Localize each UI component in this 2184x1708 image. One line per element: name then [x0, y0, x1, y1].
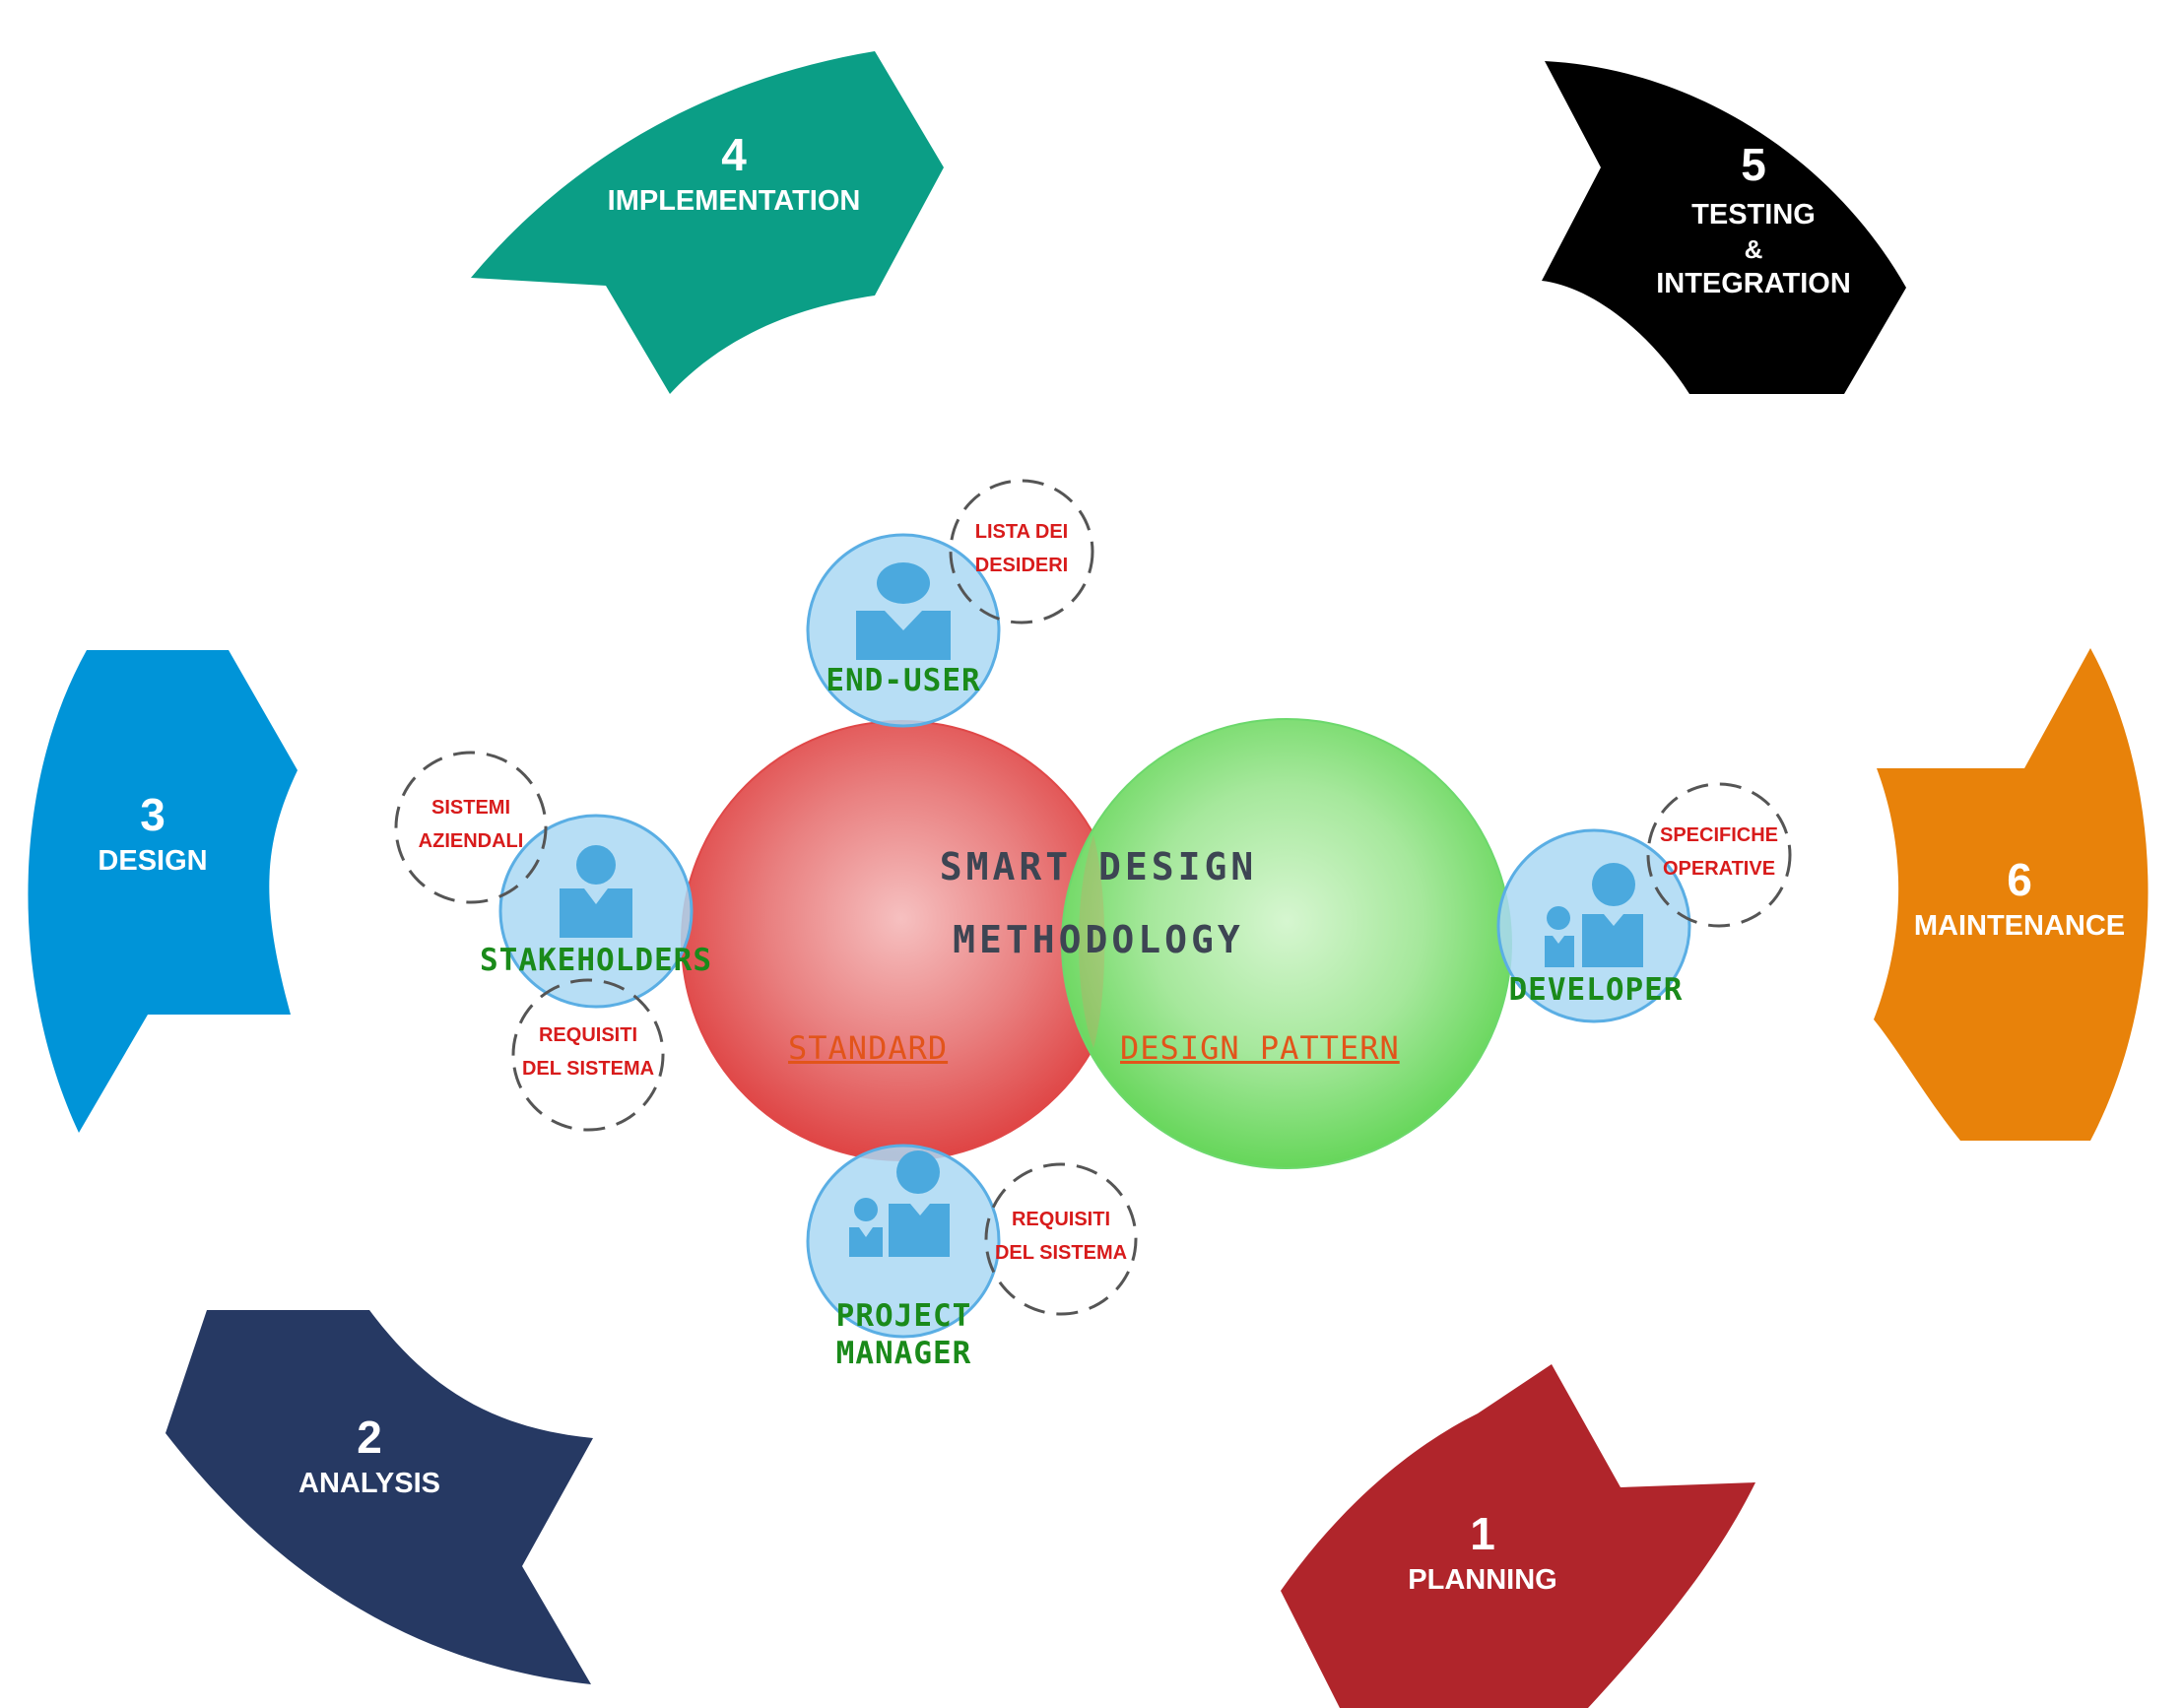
project-manager-group-icon — [849, 1150, 950, 1257]
role-label-line: PROJECT — [835, 1298, 972, 1334]
end-user-person-icon — [856, 562, 951, 660]
end-user-bubble — [806, 533, 1001, 728]
stakeholders-bubble — [498, 814, 694, 1009]
phase-name: ANALYSIS — [298, 1468, 440, 1499]
note-stakeholders-bottom: REQUISITI DEL SISTEMA — [509, 1018, 667, 1085]
phase-number: 5 — [1741, 139, 1766, 190]
center-title-line2: METHODOLOGY — [953, 918, 1244, 961]
phase-number: 6 — [2007, 854, 2032, 905]
role-label-line: MANAGER — [835, 1336, 972, 1371]
note-line: AZIENDALI — [418, 830, 524, 852]
phase-label-analysis: 2 ANALYSIS — [271, 1411, 468, 1500]
phase-arrow-maintenance — [1874, 648, 2149, 1141]
note-line: DESIDERI — [974, 555, 1069, 576]
note-end-user: LISTA DEI DESIDERI — [953, 515, 1091, 582]
design-pattern-link[interactable]: DESIGN PATTERN — [1120, 1029, 1400, 1067]
stakeholders-person-icon — [560, 845, 632, 938]
phase-arrow-design — [28, 650, 298, 1133]
phase-number: 1 — [1470, 1508, 1495, 1559]
phase-arrow-analysis — [165, 1310, 593, 1684]
note-line: DEL SISTEMA — [521, 1058, 655, 1080]
note-line: REQUISITI — [1011, 1209, 1110, 1230]
developer-bubble — [1496, 828, 1691, 1023]
project-manager-bubble — [806, 1144, 1001, 1339]
note-line: LISTA DEI — [974, 521, 1069, 543]
note-line: SPECIFICHE — [1659, 824, 1779, 846]
venn-overlap — [1079, 835, 1105, 1048]
phase-name-line: INTEGRATION — [1656, 268, 1851, 299]
note-circle-end-user — [949, 479, 1094, 624]
standard-link[interactable]: STANDARD — [788, 1029, 949, 1067]
note-developer: SPECIFICHE OPERATIVE — [1645, 819, 1793, 886]
phase-name: IMPLEMENTATION — [607, 185, 861, 217]
note-line: REQUISITI — [538, 1024, 637, 1046]
phase-number: 4 — [721, 129, 747, 180]
phase-label-implementation: 4 IMPLEMENTATION — [591, 128, 877, 218]
phase-arrow-testing — [1542, 61, 1906, 394]
phase-name: MAINTENANCE — [1913, 910, 2126, 942]
phase-arrow-planning — [1281, 1364, 1755, 1708]
note-circle-project-manager — [984, 1162, 1138, 1316]
note-circle-stakeholders-bottom — [511, 978, 665, 1132]
phase-label-design: 3 DESIGN — [54, 788, 251, 878]
phase-name-line: & — [1744, 234, 1763, 264]
phase-label-testing: 5 TESTING & INTEGRATION — [1625, 138, 1882, 301]
phase-label-maintenance: 6 MAINTENANCE — [1906, 853, 2133, 943]
note-line: OPERATIVE — [1662, 858, 1776, 880]
phase-name: PLANNING — [1408, 1564, 1557, 1596]
role-label-project-manager: PROJECT MANAGER — [788, 1297, 1020, 1372]
role-label-end-user: END-USER — [826, 663, 981, 698]
phase-number: 2 — [357, 1412, 382, 1463]
developer-group-icon — [1545, 863, 1643, 967]
note-circle-stakeholders-top — [394, 751, 548, 904]
note-stakeholders-top: SISTEMI AZIENDALI — [402, 791, 540, 858]
note-line: SISTEMI — [430, 797, 510, 819]
note-project-manager: REQUISITI DEL SISTEMA — [982, 1203, 1140, 1270]
phase-label-planning: 1 PLANNING — [1384, 1507, 1581, 1597]
phase-name: DESIGN — [98, 845, 208, 877]
note-circle-developer — [1646, 782, 1792, 928]
note-line: DEL SISTEMA — [994, 1242, 1128, 1264]
phase-arrow-implementation — [471, 51, 944, 394]
phase-number: 3 — [140, 789, 165, 840]
phase-name-line: TESTING — [1691, 199, 1816, 230]
center-title-line1: SMART DESIGN — [939, 845, 1258, 888]
role-label-developer: DEVELOPER — [1508, 972, 1684, 1008]
role-label-stakeholders: STAKEHOLDERS — [480, 943, 712, 978]
